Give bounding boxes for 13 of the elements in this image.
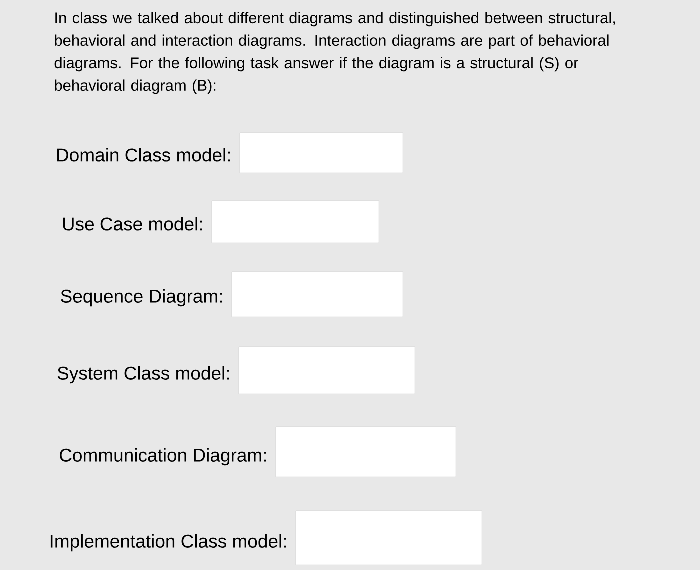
answer-box [240, 133, 404, 174]
answer-box [212, 201, 380, 244]
instruction-text: In class we talked about different diagrams and distinguished between structural, behavioral and interaction diagrams. Interaction diagrams are part of behavioral diagrams. For the following task answer if the diagram is a structural (S) or behavioral diagram (B): [54, 12, 616, 94]
answer-box [239, 347, 416, 394]
field-label: Domain Class model: [58, 148, 230, 162]
answer-box [296, 511, 482, 566]
field-label: Implementation Class model: [50, 534, 286, 552]
field-label: System Class model: [58, 366, 230, 384]
answer-box [232, 272, 404, 318]
field-label: Sequence Diagram: [61, 289, 222, 307]
answer-box [276, 427, 456, 478]
field-label: Use Case model: [63, 217, 202, 231]
field-label: Communication Diagram: [60, 448, 266, 466]
